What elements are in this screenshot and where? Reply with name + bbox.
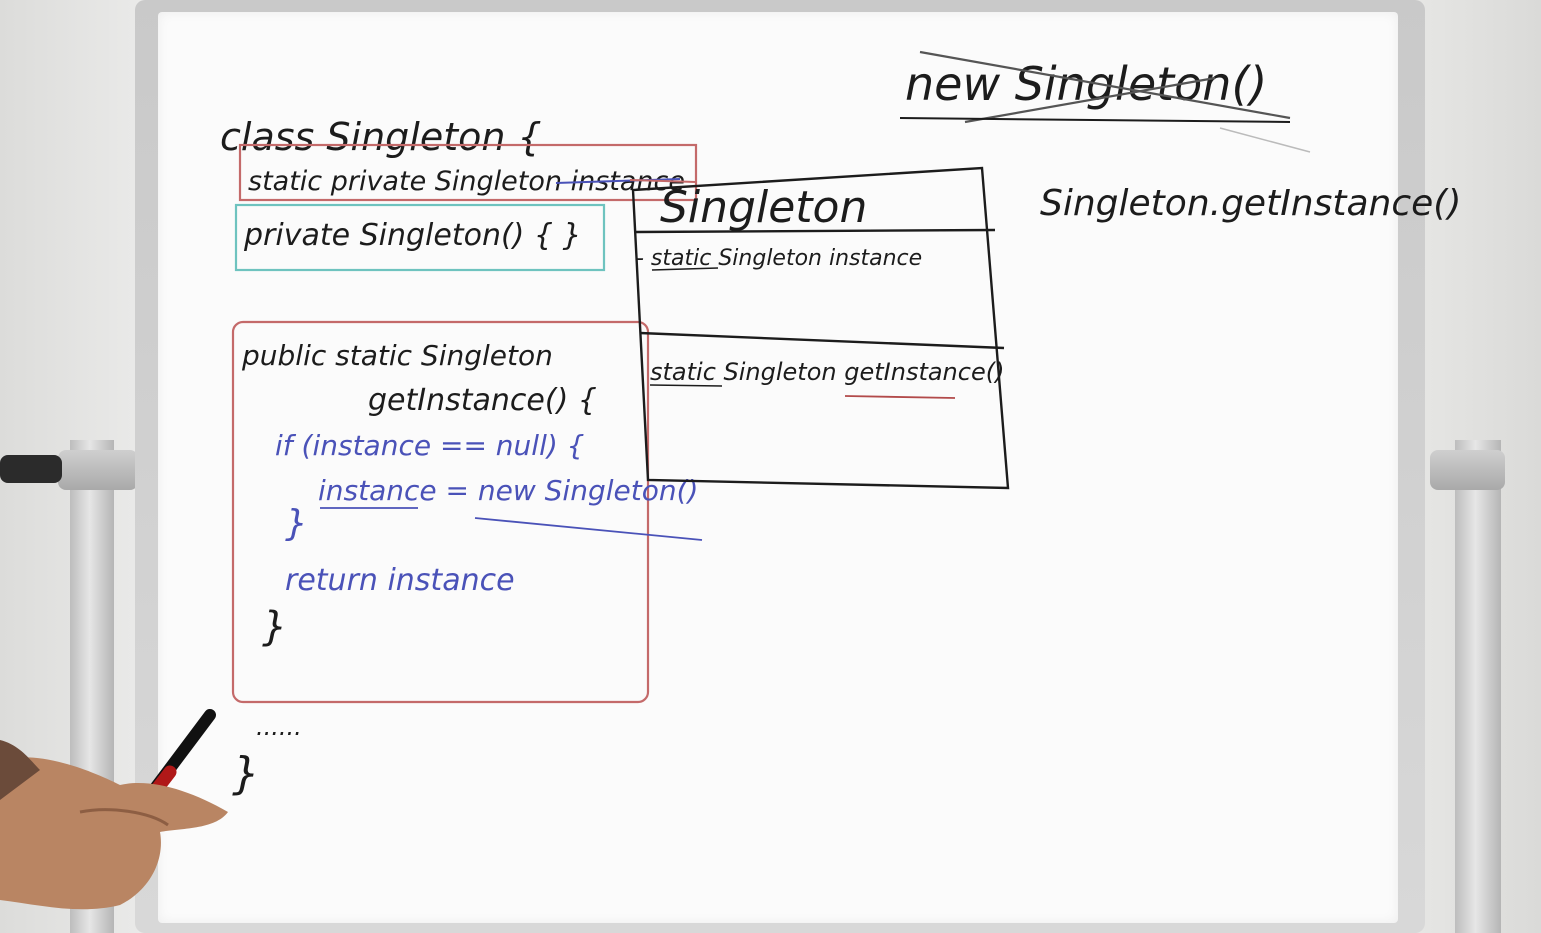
right-stand-clamp <box>1430 450 1505 490</box>
strike-line-1 <box>919 50 1291 120</box>
method-close-brace: } <box>262 604 287 650</box>
uml-box-outline <box>631 166 1010 490</box>
finger-shade <box>79 808 169 827</box>
static-method-call: Singleton.getInstance() <box>1040 183 1461 224</box>
left-stand-clamp <box>58 450 138 490</box>
uml-attribute: - static Singleton instance <box>636 246 922 271</box>
instance-underline <box>555 178 681 184</box>
method-highlight-box <box>231 320 650 704</box>
whiteboard-surface <box>158 12 1398 923</box>
assignment-statement: instance = new Singleton() <box>318 474 698 507</box>
uml-class-name: Singleton <box>660 182 867 233</box>
uml-divider-2 <box>639 331 1005 350</box>
field-to-uml-line <box>629 179 697 183</box>
method-signature-2: getInstance() { <box>368 383 597 418</box>
constructor-highlight-box <box>234 203 606 272</box>
class-close-brace: } <box>232 748 260 799</box>
strike-line-4 <box>1219 127 1311 153</box>
sleeve <box>0 740 40 800</box>
uml-class-diagram: Singleton - static Singleton instance st… <box>631 166 1010 490</box>
private-constructor: private Singleton() { } <box>243 218 582 253</box>
hand <box>0 757 228 910</box>
strike-line-2 <box>964 76 1216 124</box>
left-tilt-knob <box>0 455 62 483</box>
if-statement: if (instance == null) { <box>275 429 585 462</box>
if-close-brace: } <box>285 503 308 544</box>
return-statement: return instance <box>285 563 515 598</box>
right-stand-pole <box>1455 440 1501 933</box>
class-declaration: class Singleton { <box>220 115 542 159</box>
new-singleton-underline <box>474 517 703 541</box>
uml-static-underline-1 <box>651 267 719 271</box>
uml-getinstance-underline <box>844 395 956 399</box>
field-highlight-box <box>238 143 698 202</box>
method-signature-1: public static Singleton <box>241 339 553 372</box>
uml-divider-1 <box>635 228 996 234</box>
uml-static-underline-2 <box>649 384 723 387</box>
crossed-out-constructor-call: new Singleton() <box>905 57 1267 111</box>
uml-method: static Singleton getInstance() <box>650 358 1004 386</box>
ellipsis: ...... <box>256 713 302 741</box>
strike-line-3 <box>899 117 1291 123</box>
